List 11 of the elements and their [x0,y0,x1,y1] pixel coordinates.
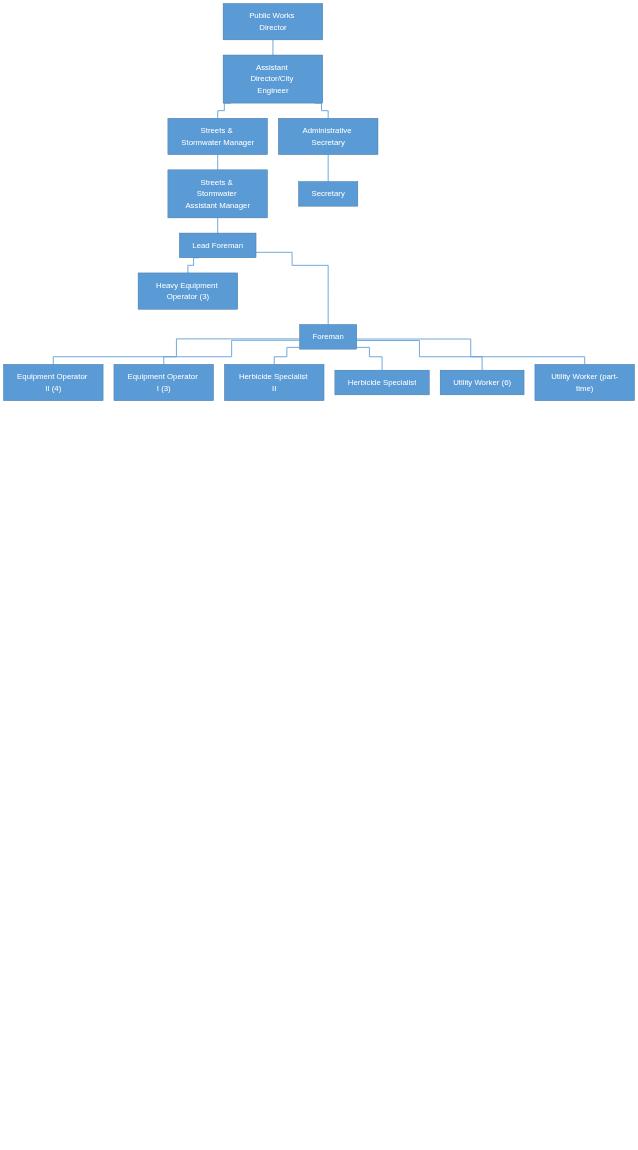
connector [356,340,483,371]
connector [356,346,383,371]
connector [272,39,274,56]
connector [217,217,219,234]
connector [52,338,300,365]
connector [217,154,219,171]
connector [273,346,300,365]
connector [356,338,586,365]
connector [255,251,329,325]
connector [163,339,300,365]
connector [327,154,329,182]
